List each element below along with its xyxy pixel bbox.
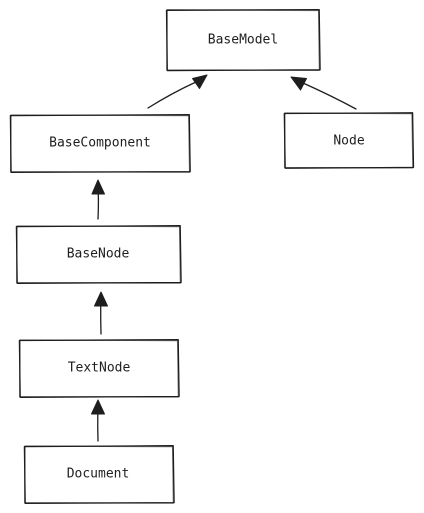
node-text-node[interactable]: TextNode bbox=[18, 339, 180, 398]
node-label-base-model: BaseModel bbox=[208, 33, 278, 48]
node-label-document: Document bbox=[67, 467, 130, 482]
node-node[interactable]: Node bbox=[283, 112, 415, 169]
node-label-node: Node bbox=[333, 134, 364, 149]
arrow-node-to-base-model bbox=[290, 76, 357, 110]
arrow-text-node-to-base-node bbox=[94, 291, 108, 335]
arrow-document-to-text-node bbox=[91, 399, 105, 442]
node-base-model[interactable]: BaseModel bbox=[165, 8, 321, 72]
node-base-node[interactable]: BaseNode bbox=[15, 225, 182, 284]
arrow-base-component-to-base-model bbox=[147, 74, 208, 109]
node-label-base-component: BaseComponent bbox=[49, 136, 151, 151]
node-label-base-node: BaseNode bbox=[67, 247, 130, 262]
arrow-base-node-to-base-component bbox=[91, 179, 105, 220]
node-document[interactable]: Document bbox=[23, 445, 175, 505]
node-label-text-node: TextNode bbox=[68, 361, 131, 376]
node-base-component[interactable]: BaseComponent bbox=[9, 114, 191, 174]
